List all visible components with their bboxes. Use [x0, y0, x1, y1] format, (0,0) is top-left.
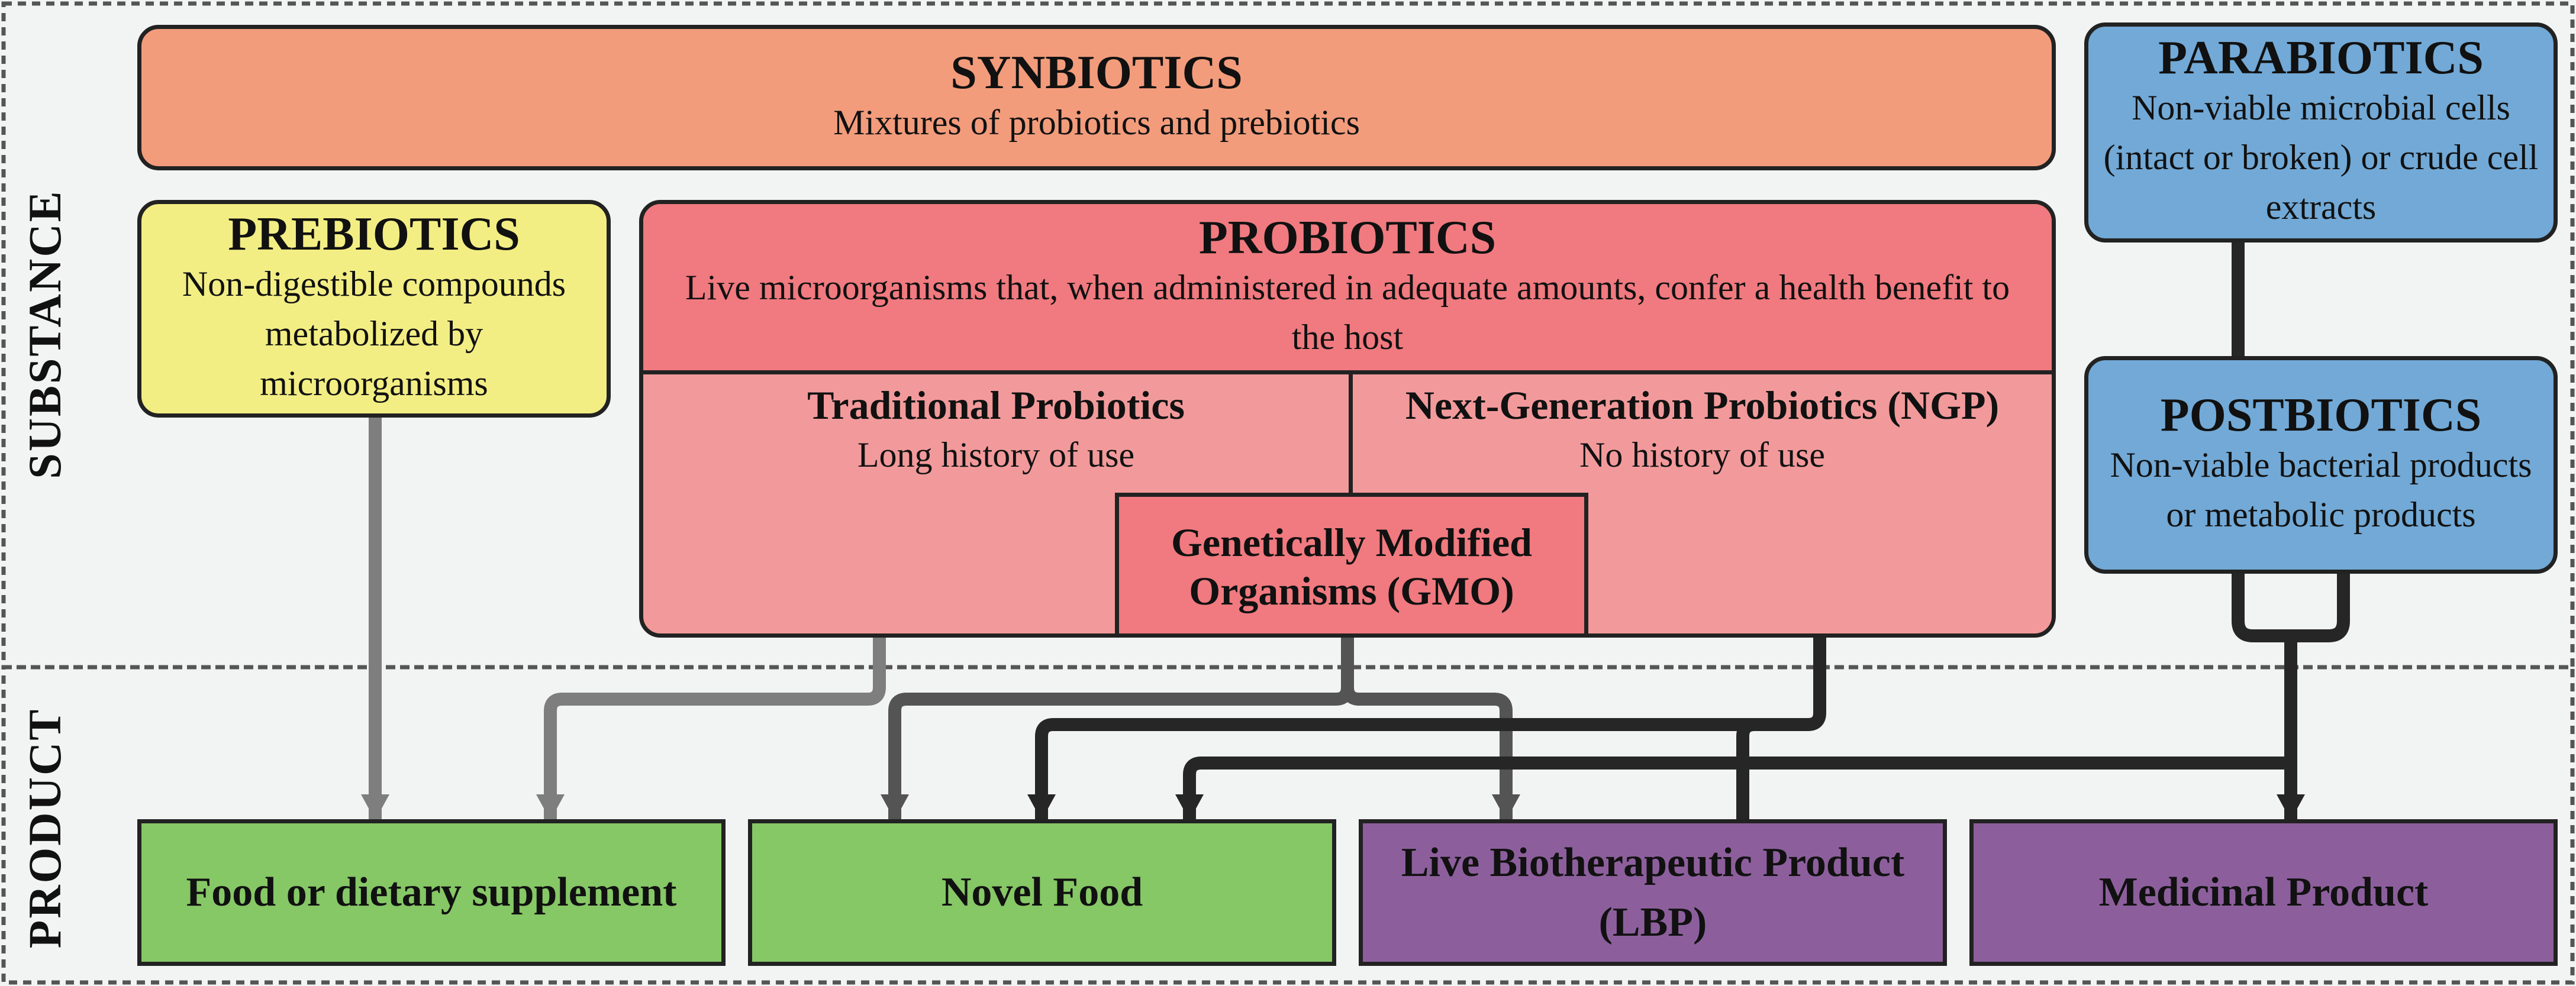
probiotics-description: Live microorganisms that, when administe… — [685, 267, 2010, 357]
postbiotics-box: POSTBIOTICS Non-viable bacterial product… — [2084, 356, 2558, 574]
gmo-box: Genetically Modified Organisms (GMO) — [1115, 493, 1588, 633]
ngp-title: Next-Generation Probiotics (NGP) — [1405, 383, 2000, 428]
arrow-gmo-to-lbp — [1341, 687, 1520, 820]
traditional-probiotics-section: Traditional Probiotics Long history of u… — [643, 382, 1349, 480]
product-lbp: Live Biotherapeutic Product (LBP) — [1359, 819, 1947, 966]
parabiotics-title: PARABIOTICS — [2158, 32, 2484, 84]
product-food-supplement: Food or dietary supplement — [137, 819, 726, 966]
arrow-traditional-to-food — [536, 634, 886, 820]
parabiotics-box: PARABIOTICS Non-viable microbial cells (… — [2084, 22, 2558, 243]
probiotics-box: PROBIOTICS Live microorganisms that, whe… — [639, 200, 2056, 638]
synbiotics-box: SYNBIOTICS Mixtures of probiotics and pr… — [137, 25, 2056, 170]
arrow-ngp-to-novel-food — [1027, 634, 1826, 820]
prebiotics-description: Non-digestible compounds metabolized by … — [182, 264, 566, 403]
prebiotics-title: PREBIOTICS — [228, 208, 520, 260]
product-medicinal: Medicinal Product — [1969, 819, 2558, 966]
probiotics-title: PROBIOTICS — [1198, 211, 1497, 264]
synbiotics-description: Mixtures of probiotics and prebiotics — [833, 103, 1360, 142]
product-section-border — [1, 665, 2575, 985]
product-novel-food: Novel Food — [748, 819, 1336, 966]
gmo-title: Genetically Modified Organisms (GMO) — [1171, 520, 1532, 613]
parabiotics-description: Non-viable microbial cells (intact or br… — [2103, 88, 2539, 227]
probiotics-divider — [1349, 374, 1353, 493]
traditional-probiotics-description: Long history of use — [857, 435, 1135, 474]
probiotics-header: PROBIOTICS Live microorganisms that, whe… — [643, 204, 2052, 374]
postbiotics-description: Non-viable bacterial products or metabol… — [2110, 445, 2532, 534]
ngp-section: Next-Generation Probiotics (NGP) No hist… — [1353, 382, 2052, 480]
arrow-ngp-to-lbp — [1736, 718, 1755, 819]
synbiotics-title: SYNBIOTICS — [950, 47, 1243, 99]
traditional-probiotics-title: Traditional Probiotics — [807, 383, 1185, 428]
arrow-postbiotics-to-food — [1175, 757, 2291, 820]
product-section-label: PRODUCT — [19, 707, 70, 949]
postbiotics-title: POSTBIOTICS — [2160, 389, 2482, 441]
prebiotics-box: PREBIOTICS Non-digestible compounds meta… — [137, 200, 611, 418]
substance-section-label: SUBSTANCE — [19, 189, 70, 479]
ngp-description: No history of use — [1579, 435, 1825, 474]
connector-postbiotics-merge — [2232, 571, 2350, 642]
